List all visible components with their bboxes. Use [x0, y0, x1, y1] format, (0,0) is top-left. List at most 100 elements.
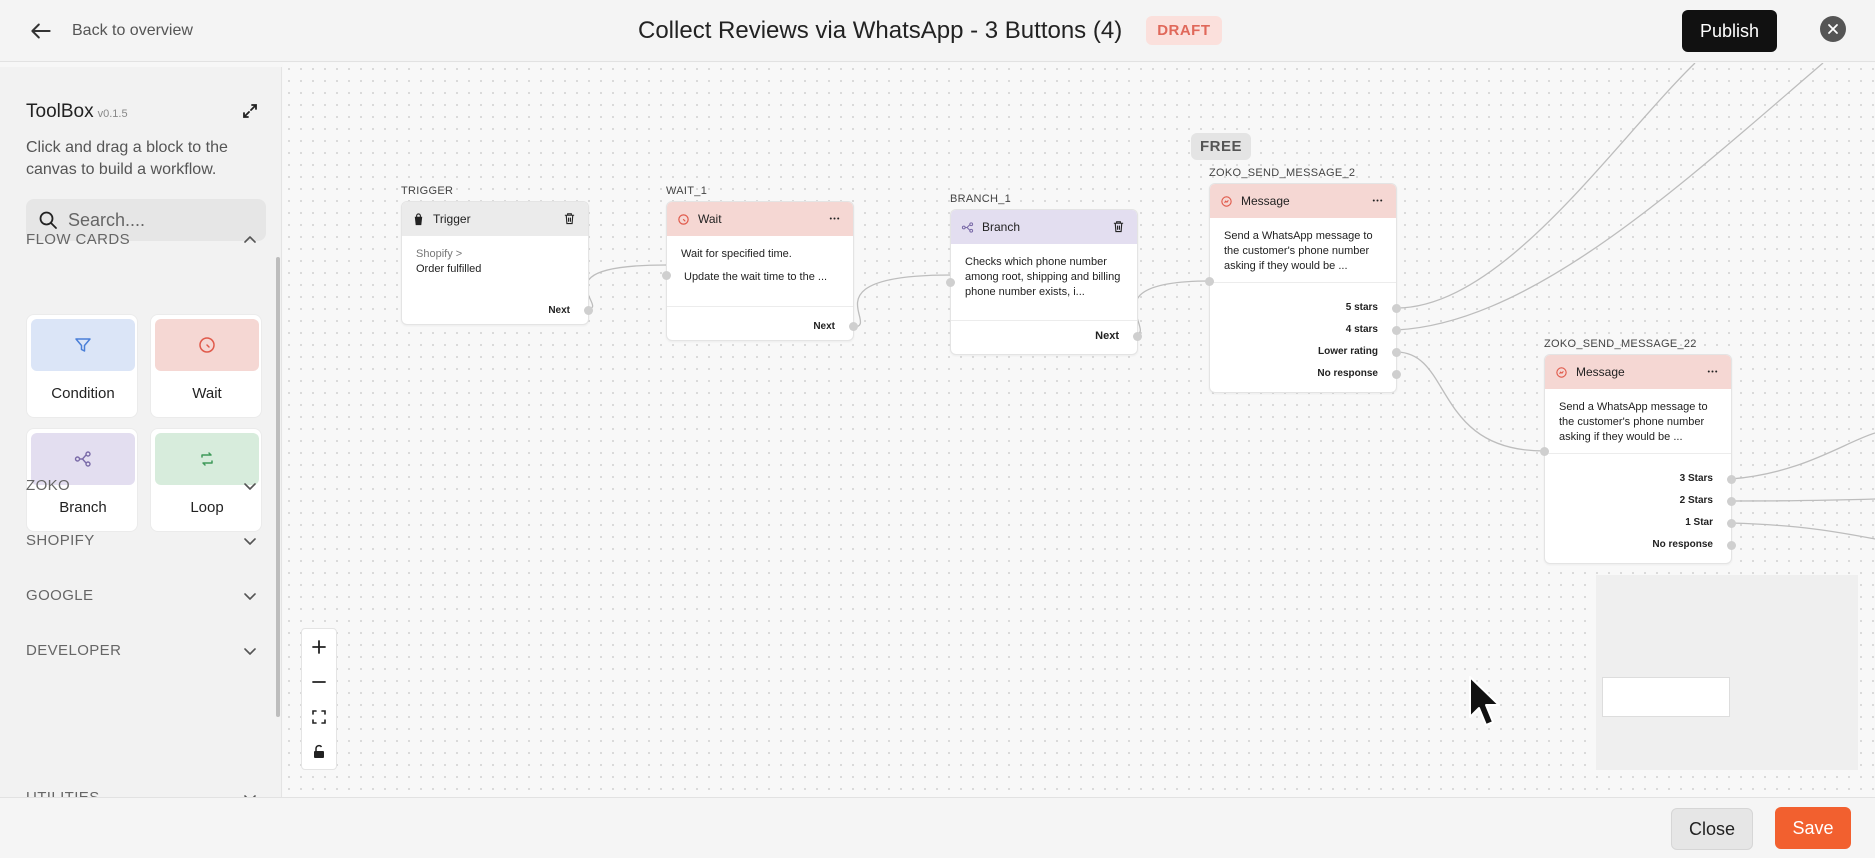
flow-card-branch[interactable]: Branch [26, 428, 138, 532]
message-22-divider [1545, 453, 1731, 454]
message-2-port-no-response[interactable] [1392, 370, 1401, 379]
minus-icon [312, 681, 326, 683]
back-to-overview-link[interactable]: Back to overview [28, 18, 193, 44]
section-zoko[interactable]: ZOKO [26, 477, 258, 494]
branch-node-header: Branch [951, 210, 1137, 244]
flow-card-label: Branch [59, 499, 107, 516]
status-badge: DRAFT [1146, 16, 1222, 45]
message-22-node-header: Message [1545, 355, 1731, 389]
branch-input-port[interactable] [946, 278, 955, 287]
message-2-input-port[interactable] [1205, 277, 1214, 286]
minimap-viewport[interactable] [1602, 677, 1730, 717]
message-2-port-5-stars[interactable] [1392, 304, 1401, 313]
message-22-node-body: Send a WhatsApp message to the customer'… [1559, 401, 1708, 443]
chevron-down-icon [244, 794, 256, 797]
wait-node[interactable]: Wait Wait for specified time. Update the… [662, 201, 858, 341]
trash-icon[interactable] [563, 212, 576, 225]
section-shopify[interactable]: SHOPIFY [26, 532, 258, 549]
trash-icon[interactable] [1112, 220, 1125, 233]
wait-output-port[interactable] [849, 322, 858, 331]
wait-line-1: Wait for specified time. [681, 248, 792, 260]
back-label: Back to overview [72, 22, 193, 39]
branch-divider [951, 320, 1137, 321]
message-22-port-2-stars[interactable] [1727, 497, 1736, 506]
section-utilities[interactable]: UTILITIES [26, 789, 258, 797]
expand-icon[interactable] [240, 101, 260, 121]
message-22-output-1-star: 1 Star [1685, 517, 1713, 528]
section-developer[interactable]: DEVELOPER [26, 642, 258, 659]
message-2-node[interactable]: Message Send a WhatsApp message to the c… [1205, 183, 1401, 393]
flow-card-label: Wait [192, 385, 222, 402]
branch-node-body: Checks which phone number among root, sh… [965, 256, 1121, 298]
arrow-left-icon [31, 23, 51, 39]
trigger-node[interactable]: Trigger Shopify > Order fulfilled Next [401, 201, 593, 325]
lock-toggle-button[interactable] [302, 735, 336, 769]
section-google-label: GOOGLE [26, 587, 94, 604]
flow-card-wait[interactable]: Wait [150, 314, 262, 418]
toolbox-description: Click and drag a block to the canvas to … [26, 139, 228, 178]
more-icon[interactable] [1706, 365, 1719, 378]
branch-output-port[interactable] [1133, 332, 1142, 341]
message-22-output-3-stars: 3 Stars [1679, 473, 1713, 484]
publish-button[interactable]: Publish [1682, 10, 1777, 52]
close-icon [1828, 24, 1838, 34]
wait-output-next: Next [813, 321, 835, 332]
close-button[interactable]: Close [1671, 808, 1753, 850]
plus-icon [312, 640, 326, 654]
message-22-input-port[interactable] [1540, 447, 1549, 456]
message-2-output-lower-rating: Lower rating [1317, 346, 1378, 357]
search-input[interactable] [68, 209, 248, 231]
section-google[interactable]: GOOGLE [26, 587, 258, 604]
message-icon [1556, 366, 1567, 378]
message-2-port-lower-rating[interactable] [1392, 348, 1401, 357]
more-icon[interactable] [828, 212, 841, 225]
wait-divider [667, 306, 853, 307]
zoom-out-button[interactable] [302, 665, 336, 699]
flow-card-label: Condition [51, 385, 115, 402]
message-2-port-4-stars[interactable] [1392, 326, 1401, 335]
clock-icon [678, 213, 689, 225]
trigger-node-title: Trigger [433, 212, 471, 226]
zoom-in-button[interactable] [302, 630, 336, 664]
message-2-output-5-stars: 5 stars [1345, 302, 1378, 313]
branch-output-next: Next [1095, 330, 1119, 342]
trigger-event: Order fulfilled [416, 263, 482, 275]
close-editor-button[interactable] [1820, 16, 1846, 42]
flow-card-condition[interactable]: Condition [26, 314, 138, 418]
wait-node-body: Wait for specified time. Update the wait… [667, 236, 853, 296]
wait-input-port[interactable] [662, 271, 671, 280]
branch-icon [961, 221, 974, 233]
workflow-title: Collect Reviews via WhatsApp - 3 Buttons… [638, 16, 1123, 44]
sidebar-scrollbar[interactable] [276, 257, 280, 717]
loop-swatch [155, 433, 259, 485]
node-id-trigger: TRIGGER [401, 185, 454, 197]
node-id-message-22: ZOKO_SEND_MESSAGE_22 [1544, 338, 1697, 350]
plan-badge: FREE [1191, 133, 1252, 160]
message-22-node[interactable]: Message Send a WhatsApp message to the c… [1540, 354, 1736, 564]
trigger-output-next: Next [548, 305, 570, 316]
message-2-divider [1210, 282, 1396, 283]
message-22-port-no-response[interactable] [1727, 541, 1736, 550]
message-22-output-no-response: No response [1652, 539, 1713, 550]
fit-view-icon [312, 710, 326, 724]
wait-line-2: Update the wait time to the ... [684, 271, 828, 283]
message-22-port-3-stars[interactable] [1727, 475, 1736, 484]
message-22-output-2-stars: 2 Stars [1679, 495, 1713, 506]
save-button[interactable]: Save [1775, 807, 1851, 849]
trigger-output-port[interactable] [584, 306, 593, 315]
section-flow-cards[interactable]: FLOW CARDS [26, 231, 258, 248]
shopify-bag-icon [414, 212, 423, 225]
chevron-down-icon [244, 647, 256, 655]
message-22-port-1-star[interactable] [1727, 519, 1736, 528]
flow-card-loop[interactable]: Loop [150, 428, 262, 532]
node-id-wait: WAIT_1 [666, 185, 708, 197]
canvas-minimap[interactable] [1596, 575, 1858, 770]
branch-node[interactable]: Branch Checks which phone number among r… [946, 209, 1142, 355]
more-icon[interactable] [1371, 194, 1384, 207]
fit-view-button[interactable] [302, 700, 336, 734]
section-zoko-label: ZOKO [26, 477, 71, 494]
toolbox-title-text: ToolBox [26, 101, 94, 122]
message-icon [1221, 195, 1232, 207]
unlock-icon [314, 744, 324, 758]
chevron-down-icon [244, 537, 256, 545]
